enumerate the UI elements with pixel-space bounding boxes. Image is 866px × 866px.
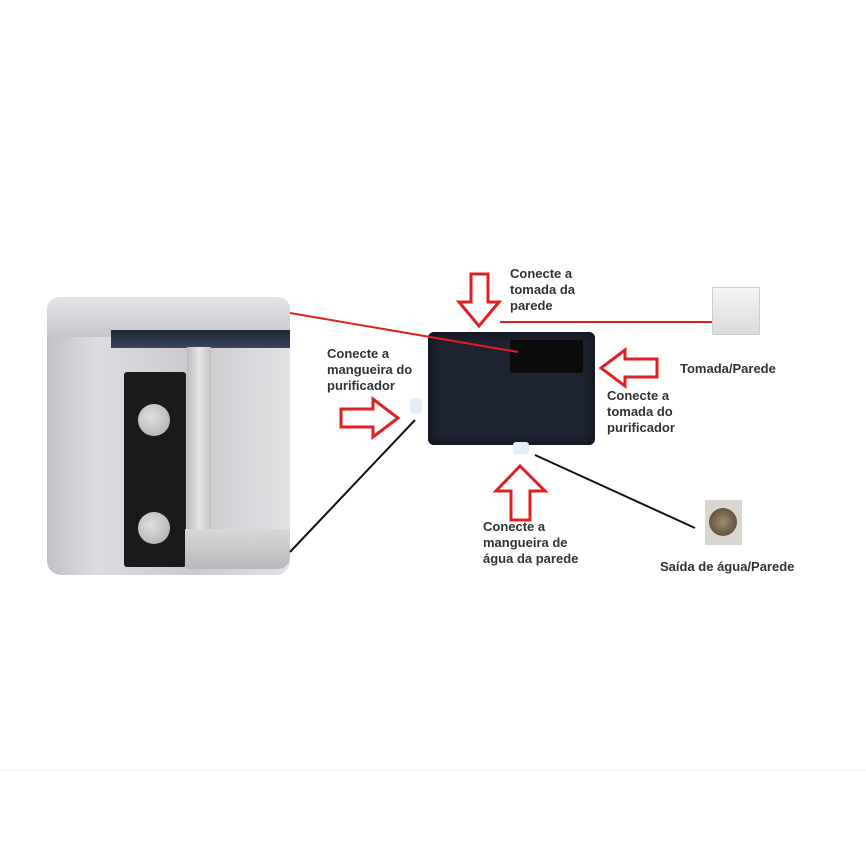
bottom-hose-connector — [513, 442, 529, 454]
label-line: tomada da — [510, 282, 576, 297]
label-connect-wall-socket: Conecte a tomada da parede — [510, 266, 575, 314]
label-line: Conecte a — [510, 266, 573, 281]
label-connect-purifier-hose: Conecte a mangueira do purificador — [327, 346, 412, 394]
label-line: purificador — [327, 378, 395, 393]
label-line: Conecte a — [607, 388, 670, 403]
label-line: Conecte a — [483, 519, 546, 534]
divider — [0, 770, 866, 771]
side-hose-connector — [410, 398, 422, 414]
label-water-outlet: Saída de água/Parede — [660, 559, 795, 574]
label-line: Conecte a — [327, 346, 390, 361]
hose-line-wall — [534, 454, 696, 529]
label-wall-socket: Tomada/Parede — [680, 361, 776, 376]
box-socket — [510, 340, 583, 373]
label-line: parede — [510, 298, 553, 313]
arrow-down-icon — [455, 272, 503, 329]
label-line: mangueira do — [327, 362, 413, 377]
label-line: purificador — [607, 420, 675, 435]
knob-icon — [138, 512, 170, 544]
label-connect-purifier-socket: Conecte a tomada do purificador — [607, 388, 675, 436]
knob-icon — [138, 404, 170, 436]
wall-socket-image — [712, 287, 760, 335]
label-line: tomada do — [607, 404, 673, 419]
water-purifier-image — [47, 297, 290, 577]
hose-line-purifier — [289, 419, 416, 553]
arrow-right-icon — [339, 395, 401, 441]
power-line-purifier — [289, 312, 519, 353]
label-connect-wall-hose: Conecte a mangueira de água da parede — [483, 519, 578, 567]
water-outlet-image — [705, 500, 742, 545]
label-line: água da parede — [483, 551, 579, 566]
label-line: mangueira de — [483, 535, 568, 550]
arrow-up-icon — [492, 463, 549, 522]
arrow-left-icon — [598, 347, 659, 389]
control-panel — [124, 372, 186, 567]
